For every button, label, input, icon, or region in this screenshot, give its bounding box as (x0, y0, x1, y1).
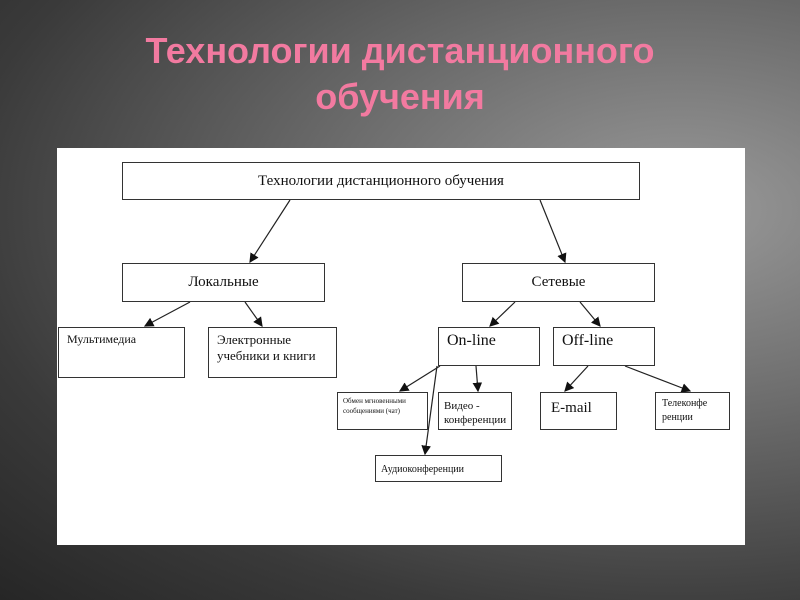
node-chat: Обмен мгновенными сообщениями (чат) (337, 392, 428, 430)
arrow (244, 301, 263, 327)
node-email: E-mail (540, 392, 617, 430)
node-audio: Аудиоконференции (375, 455, 502, 482)
node-online: On-line (438, 327, 540, 366)
arrow (564, 365, 589, 392)
arrow (472, 365, 483, 393)
arrow (421, 365, 438, 456)
node-ebooks: Электронные учебники и книги (208, 327, 337, 378)
arrow (539, 199, 567, 264)
node-video: Видео - конференции (438, 392, 512, 430)
node-multimedia: Мультимедиа (58, 327, 185, 378)
node-offline: Off-line (553, 327, 655, 366)
slide-title: Технологии дистанционного обучения (145, 30, 655, 117)
arrow (143, 301, 191, 327)
arrow (398, 365, 441, 392)
node-local: Локальные (122, 263, 325, 302)
node-teleconf: Телеконфе ренции (655, 392, 730, 430)
arrow (579, 301, 601, 327)
arrow (624, 365, 692, 393)
arrow (249, 199, 291, 264)
node-network: Сетевые (462, 263, 655, 302)
node-root: Технологии дистанционного обучения (122, 162, 640, 200)
arrow (489, 301, 516, 327)
